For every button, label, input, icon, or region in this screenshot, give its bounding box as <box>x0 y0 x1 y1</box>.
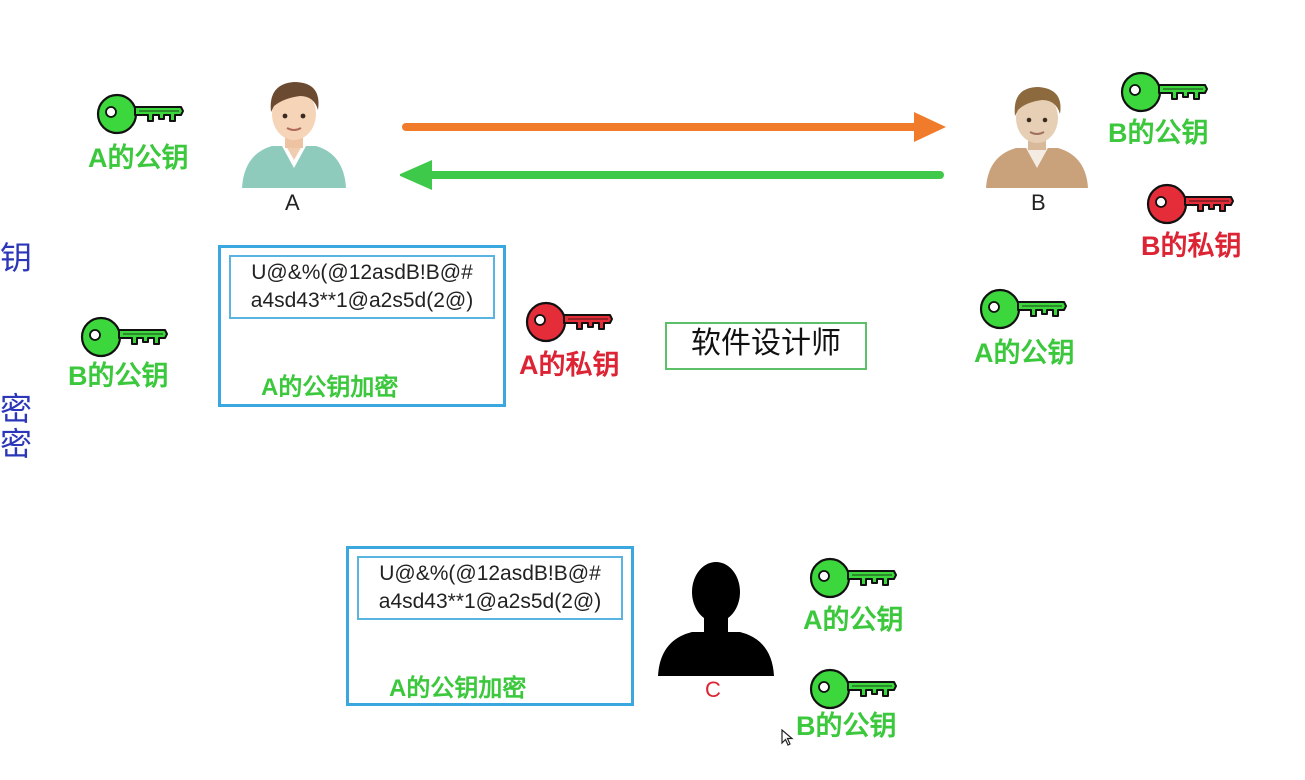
label-a-private-key: A的私钥 <box>519 350 620 381</box>
key-green-icon <box>809 557 898 599</box>
key-red-icon <box>525 301 614 343</box>
edge-text-bottom-2: 密 <box>0 425 33 463</box>
label-a-public-key: A的公钥 <box>803 605 904 636</box>
key-green-icon <box>96 93 185 135</box>
person-a-icon <box>242 82 346 188</box>
label-b-public-key: B的公钥 <box>796 711 897 742</box>
person-b-name: B <box>1031 190 1046 215</box>
cipher-text: U@&%(@12asdB!B@# a4sd43**1@a2s5d(2@) <box>229 255 495 319</box>
key-green-icon <box>80 316 169 358</box>
edge-text-top: 钥 <box>0 239 33 277</box>
label-a-public-key: A的公钥 <box>88 143 189 174</box>
cipher-text: U@&%(@12asdB!B@# a4sd43**1@a2s5d(2@) <box>357 556 623 620</box>
label-b-public-key: B的公钥 <box>1108 118 1209 149</box>
key-red-icon <box>1146 183 1235 225</box>
encrypted-message-box: U@&%(@12asdB!B@# a4sd43**1@a2s5d(2@) A的公… <box>218 245 506 407</box>
arrows <box>400 112 946 190</box>
mouse-cursor-icon <box>781 729 794 746</box>
arrow-a-to-b-head <box>914 112 946 142</box>
encrypted-message-box: U@&%(@12asdB!B@# a4sd43**1@a2s5d(2@) A的公… <box>346 546 634 706</box>
key-green-icon <box>809 668 898 710</box>
label-b-public-key: B的公钥 <box>68 361 169 392</box>
person-c-icon <box>658 562 774 676</box>
arrow-b-to-a-head <box>400 160 432 190</box>
watermark-label: 软件设计师 <box>665 322 867 370</box>
encryption-caption: A的公钥加密 <box>389 674 527 702</box>
label-b-private-key: B的私钥 <box>1141 231 1242 262</box>
edge-text-bottom-1: 密 <box>0 390 33 428</box>
person-a-name: A <box>285 190 300 215</box>
person-c-name: C <box>705 677 721 702</box>
encryption-caption: A的公钥加密 <box>261 373 399 401</box>
label-a-public-key: A的公钥 <box>974 338 1075 369</box>
key-green-icon <box>979 288 1068 330</box>
key-green-icon <box>1120 71 1209 113</box>
person-b-icon <box>986 87 1088 188</box>
